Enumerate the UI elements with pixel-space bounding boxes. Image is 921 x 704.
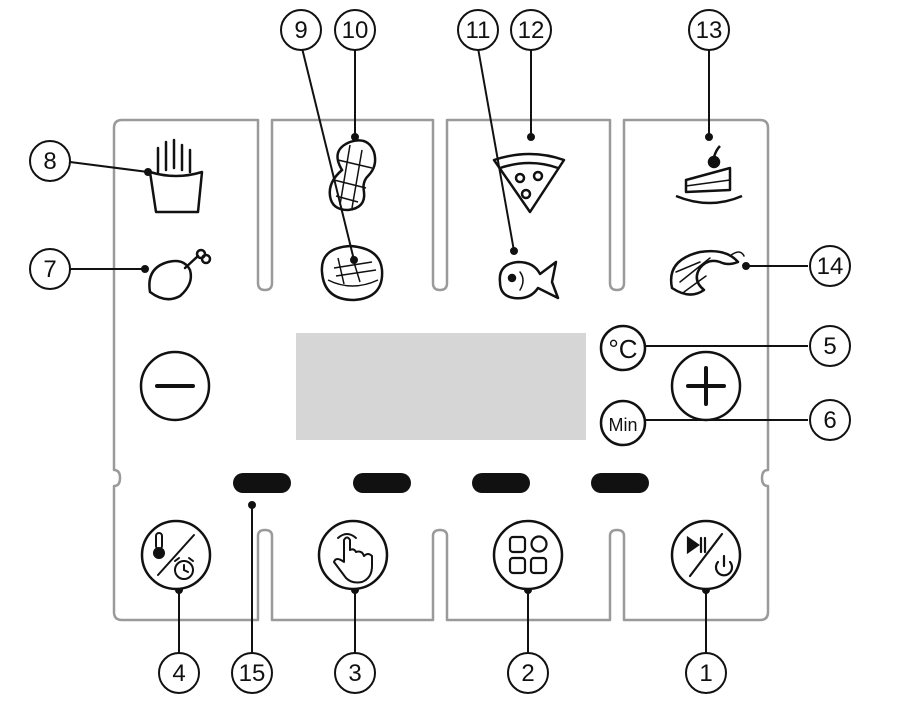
callout-number: 10	[342, 17, 369, 44]
celsius-label: °C	[608, 334, 637, 364]
callout-number: 2	[521, 660, 534, 687]
callout-4: 4	[159, 653, 199, 693]
callout-number: 1	[699, 660, 712, 687]
callout-9: 9	[281, 10, 321, 50]
callout-7: 7	[30, 249, 70, 289]
minutes-label: Min	[608, 415, 637, 435]
indicator-bar	[591, 473, 649, 493]
callout-number: 8	[43, 148, 56, 175]
fries-icon[interactable]	[150, 140, 202, 212]
indicator-bar	[472, 473, 530, 493]
callout-13: 13	[689, 10, 729, 50]
callout-number: 4	[172, 660, 185, 687]
callout-number: 6	[823, 407, 836, 434]
cake-icon[interactable]	[676, 146, 742, 203]
temp-timer-button[interactable]	[142, 521, 210, 589]
callout-number: 3	[348, 660, 361, 687]
callout-number: 11	[466, 17, 491, 44]
callout-14: 14	[810, 246, 850, 286]
plus-button[interactable]	[672, 352, 740, 420]
pizza-icon[interactable]	[494, 154, 564, 212]
fish-icon[interactable]	[500, 262, 558, 298]
celsius-indicator: °C	[601, 326, 645, 370]
indicator-bars	[233, 473, 649, 493]
callout-10: 10	[335, 10, 375, 50]
indicator-bar	[353, 473, 411, 493]
callout-12: 12	[511, 10, 551, 50]
callout-11: 11	[458, 10, 498, 50]
indicator-bar	[233, 473, 291, 493]
start-power-button[interactable]	[672, 521, 740, 589]
callout-number: 14	[817, 253, 844, 280]
peanut-icon[interactable]	[330, 140, 375, 210]
minutes-indicator: Min	[601, 401, 645, 445]
callout-number: 5	[823, 333, 836, 360]
callout-5: 5	[810, 326, 850, 366]
callout-number: 9	[294, 17, 307, 44]
callout-number: 15	[239, 660, 266, 687]
menu-button[interactable]	[494, 521, 562, 589]
callout-number: 12	[518, 17, 545, 44]
callout-15: 15	[232, 653, 272, 693]
shrimp-icon[interactable]	[671, 251, 744, 294]
drumstick-icon[interactable]	[149, 250, 210, 299]
callout-number: 7	[43, 256, 56, 283]
manual-button[interactable]	[319, 521, 387, 589]
callout-2: 2	[508, 653, 548, 693]
callout-8: 8	[30, 141, 70, 181]
callout-3: 3	[335, 653, 375, 693]
display-screen	[296, 333, 586, 440]
minus-button[interactable]	[141, 352, 209, 420]
callout-number: 13	[696, 17, 723, 44]
callout-6: 6	[810, 400, 850, 440]
callout-1: 1	[686, 653, 726, 693]
